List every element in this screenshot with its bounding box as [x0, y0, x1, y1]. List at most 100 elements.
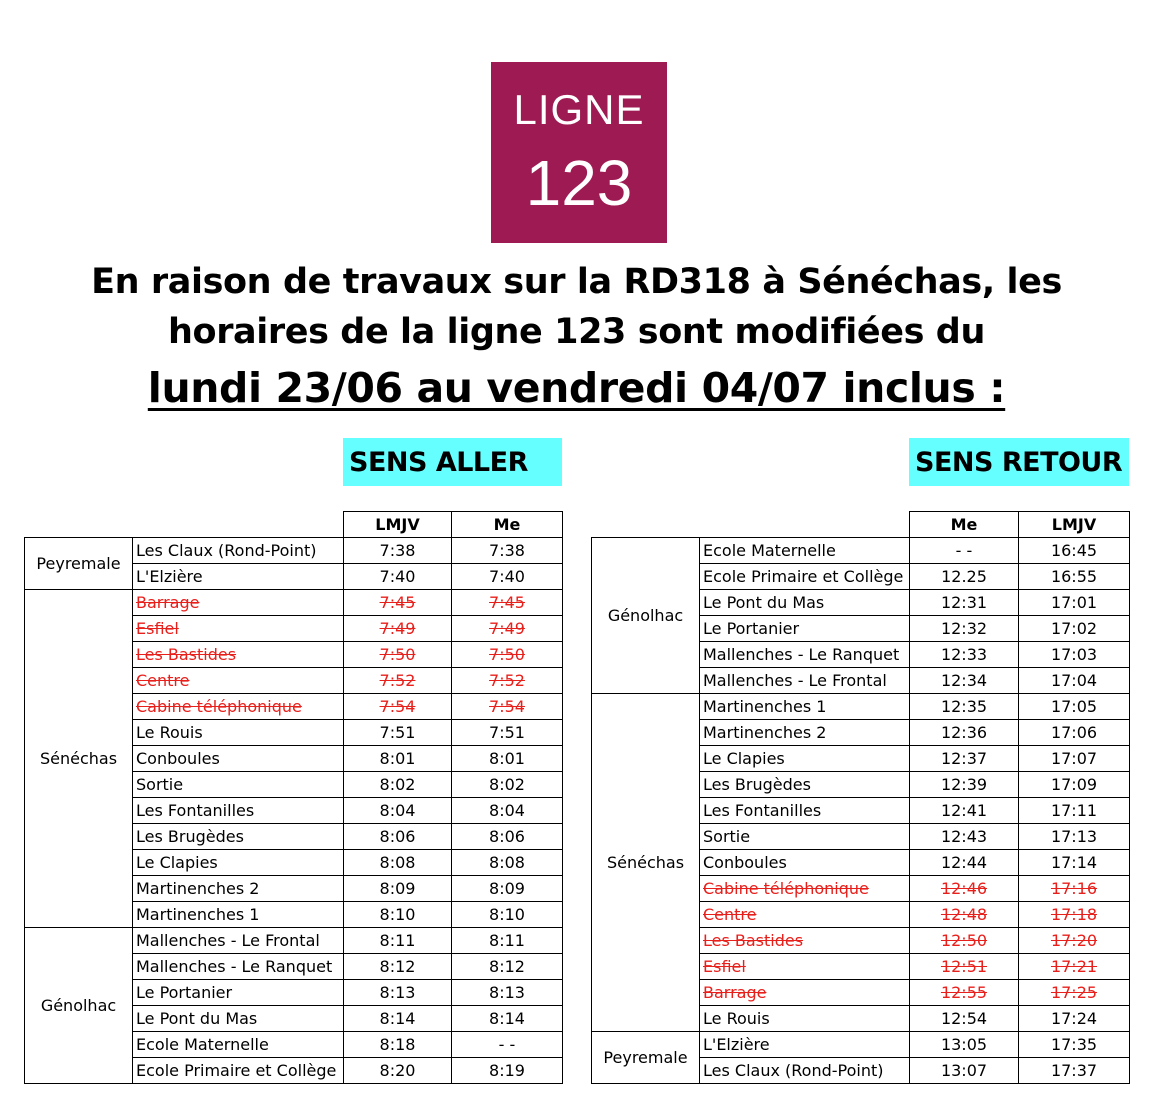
stop-cell: Cabine téléphonique — [699, 875, 910, 902]
time-value: 12:55 — [940, 983, 988, 1002]
stop-name: Mallenches - Le Frontal — [703, 671, 887, 690]
time-value: 8:01 — [379, 749, 416, 768]
time-cell: 13:07 — [909, 1057, 1019, 1084]
stop-name: Barrage — [136, 593, 200, 612]
badge-number: 123 — [525, 147, 633, 219]
time-cell: 17:20 — [1018, 927, 1130, 954]
time-cell: 7:51 — [343, 719, 452, 746]
time-cell: 13:05 — [909, 1031, 1019, 1058]
header-spacer — [592, 512, 910, 538]
stop-name: Sortie — [703, 827, 751, 846]
time-cell: 8:04 — [343, 797, 452, 824]
time-cell: 8:09 — [343, 875, 452, 902]
time-cell: 7:52 — [343, 667, 452, 694]
stop-name: Les Claux (Rond-Point) — [703, 1061, 884, 1080]
time-value: 12:35 — [940, 697, 988, 716]
stop-name: Martinenches 1 — [136, 905, 260, 924]
time-value: 12:43 — [940, 827, 988, 846]
time-cell: 16:45 — [1018, 537, 1130, 564]
time-cell: 7:51 — [451, 719, 563, 746]
time-value: 7:49 — [379, 619, 416, 638]
stop-name: Le Portanier — [136, 983, 233, 1002]
stop-cell: Les Bastides — [699, 927, 910, 954]
stop-name: Cabine téléphonique — [703, 879, 869, 898]
time-value: 12:50 — [940, 931, 988, 950]
time-value: 12:36 — [940, 723, 988, 742]
commune-cell: Sénéchas — [591, 693, 700, 1032]
stop-cell: Les Bastides — [132, 641, 344, 668]
time-cell: 8:01 — [343, 745, 452, 772]
time-value: 7:49 — [489, 619, 525, 638]
time-cell: 17:14 — [1018, 849, 1130, 876]
time-value: 17:07 — [1050, 749, 1098, 768]
stop-name: Les Brugèdes — [136, 827, 244, 846]
time-cell: 12:51 — [909, 953, 1019, 980]
time-value: 12:33 — [940, 645, 988, 664]
stop-name: Martinenches 1 — [703, 697, 827, 716]
stop-name: Les Claux (Rond-Point) — [136, 541, 317, 560]
stop-name: Conboules — [136, 749, 220, 768]
time-cell: 7:52 — [451, 667, 563, 694]
stop-name: Esfiel — [136, 619, 179, 638]
stop-name: Le Clapies — [703, 749, 785, 768]
stop-cell: Ecole Primaire et Collège — [132, 1057, 344, 1084]
time-value: 16:55 — [1050, 567, 1098, 586]
time-cell: 17:37 — [1018, 1057, 1130, 1084]
time-cell: 17:13 — [1018, 823, 1130, 850]
sens-retour-title: SENS RETOUR — [909, 438, 1129, 486]
table-row: Sortie 12:43 17:13 — [592, 823, 1130, 850]
stop-name: Conboules — [703, 853, 787, 872]
stop-cell: Mallenches - Le Frontal — [132, 927, 344, 954]
time-value: 12:32 — [940, 619, 988, 638]
time-value: 17:18 — [1050, 905, 1098, 924]
headline-line-2: horaires de la ligne 123 sont modifiées … — [168, 312, 985, 352]
stop-name: Le Rouis — [136, 723, 203, 742]
time-cell: 8:14 — [343, 1005, 452, 1032]
stop-name: Cabine téléphonique — [136, 697, 302, 716]
time-cell: 7:49 — [343, 615, 452, 642]
stop-cell: Cabine téléphonique — [132, 693, 344, 720]
stop-cell: Le Rouis — [132, 719, 344, 746]
stop-name: L'Elzière — [703, 1035, 770, 1054]
time-cell: 8:19 — [451, 1057, 563, 1084]
stop-name: Ecole Maternelle — [136, 1035, 269, 1054]
time-value: 8:09 — [489, 879, 525, 898]
time-value: 17:05 — [1050, 697, 1098, 716]
time-cell: 7:54 — [343, 693, 452, 720]
stop-cell: Martinenches 2 — [699, 719, 910, 746]
time-cell: 8:10 — [343, 901, 452, 928]
stop-cell: Esfiel — [699, 953, 910, 980]
stop-cell: Le Clapies — [699, 745, 910, 772]
time-cell: 12:54 — [909, 1005, 1019, 1032]
time-cell: 8:12 — [451, 953, 563, 980]
time-value: 7:45 — [489, 593, 525, 612]
time-value: 8:09 — [379, 879, 416, 898]
time-value: 17:37 — [1050, 1061, 1098, 1080]
commune-cell: Sénéchas — [24, 589, 133, 928]
stop-name: Ecole Maternelle — [703, 541, 836, 560]
stop-cell: Les Claux (Rond-Point) — [132, 537, 344, 564]
column-header: LMJV — [343, 511, 452, 538]
table-row: Les Claux (Rond-Point) 13:07 17:37 — [592, 1057, 1130, 1084]
stop-name: Le Rouis — [703, 1009, 770, 1028]
time-value: 12:48 — [940, 905, 988, 924]
time-value: 12:37 — [940, 749, 988, 768]
time-cell: 17:16 — [1018, 875, 1130, 902]
time-value: 8:04 — [489, 801, 525, 820]
time-cell: 7:54 — [451, 693, 563, 720]
stop-cell: Sortie — [699, 823, 910, 850]
time-cell: 17:35 — [1018, 1031, 1130, 1058]
time-cell: 8:09 — [451, 875, 563, 902]
time-cell: 7:38 — [343, 537, 452, 564]
